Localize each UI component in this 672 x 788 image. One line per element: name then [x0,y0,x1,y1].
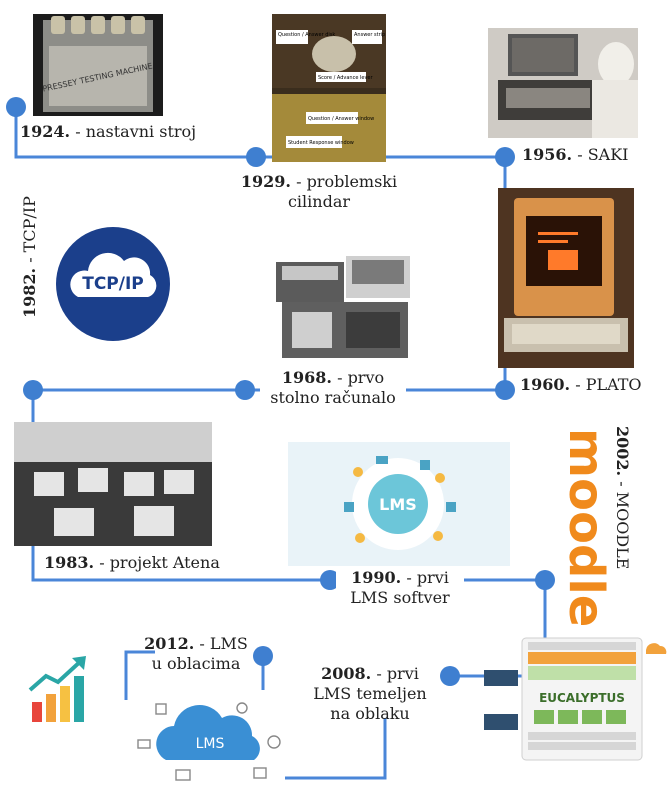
year-1983: 1983. [44,553,95,572]
desktop-computer-image [262,238,418,362]
label-2002: 2002. - MOODLE [613,426,632,570]
lms-software-image: LMS [288,442,510,566]
label-1960: 1960. - PLATO [520,375,642,395]
year-2002: 2002. [613,426,632,477]
node-1968 [235,380,255,400]
svg-text:Question / Answer disk: Question / Answer disk [278,32,335,38]
saki-image [488,28,638,138]
node-1929 [246,147,266,167]
node-1960 [495,380,515,400]
node-1924 [6,97,26,117]
node-1990 [320,570,340,590]
year-1924: 1924. [20,122,71,141]
plato-image [498,188,634,368]
node-2008 [440,666,460,686]
lms-cloud-icon: LMS [136,694,290,784]
eucalyptus-diagram: EUCALYPTUS [482,636,668,764]
label-1929: 1929. - problemski cilindar [240,172,398,211]
svg-text:TCP/IP: TCP/IP [82,274,144,294]
svg-text:LMS: LMS [196,736,225,752]
node-2002 [535,570,555,590]
year-1960: 1960. [520,375,571,394]
year-1990: 1990. [351,568,402,587]
label-1990: 1990. - prvi LMS softver [336,568,464,608]
year-1956: 1956. [522,145,573,164]
tcpip-logo: TCP/IP [56,227,170,341]
testing-machine-image: PRESSEY TESTING MACHINE [33,14,163,116]
label-1956: 1956. - SAKI [522,145,629,165]
label-1924: 1924. - nastavni stroj [20,122,197,142]
year-1968: 1968. [281,368,332,387]
svg-text:Student Response window: Student Response window [288,140,354,146]
label-1982: 1982. - TCP/IP [20,196,39,318]
growth-chart-icon [28,656,94,724]
label-1983: 1983. - projekt Atena [44,553,220,572]
node-1956 [495,147,515,167]
year-2012: 2012. [144,634,195,653]
label-2008: 2008. - prvi LMS temeljen na oblaku [313,664,427,723]
problem-cylinder-image: Question / Answer disk Answer strip Scor… [272,14,386,162]
year-1982: 1982. [20,267,39,318]
moodle-logo-text: moodle [558,428,614,628]
moodle-logo: moodle [558,428,614,628]
label-2012: 2012. - LMS u oblacima [144,634,248,673]
label-1968: 1968. - prvo stolno računalo [260,368,406,408]
project-atena-image [14,422,212,546]
svg-text:Question / Answer window: Question / Answer window [308,116,374,122]
year-1929: 1929. [240,172,291,191]
svg-text:Score / Advance lever: Score / Advance lever [318,75,373,81]
svg-text:LMS: LMS [379,495,417,514]
node-2012 [253,646,273,666]
year-2008: 2008. [321,664,372,683]
node-1983 [23,380,43,400]
svg-text:EUCALYPTUS: EUCALYPTUS [539,691,625,705]
svg-text:Answer strip: Answer strip [354,32,385,38]
